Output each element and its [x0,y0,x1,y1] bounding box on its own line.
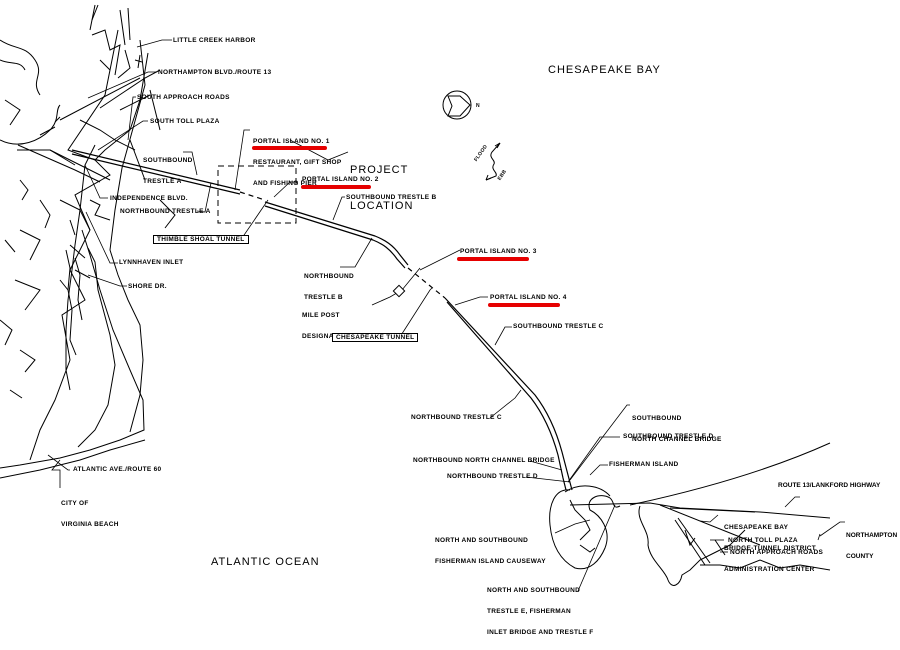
label-line: RESTAURANT, GIFT SHOP [253,159,342,166]
label-line: BRIDGE-TUNNEL DISTRICT [724,545,817,552]
label-line: CHESAPEAKE BAY [724,524,789,531]
south-toll-plaza-label: SOUTH TOLL PLAZA [150,118,220,125]
label-line: TRESTLE A [143,178,182,185]
label-line: INLET BRIDGE AND TRESTLE F [487,629,594,636]
label-line: ADMINISTRATION CENTER [724,566,815,573]
north-approach-roads-label: NORTH APPROACH ROADS [730,549,824,556]
shore-dr-label: SHORE DR. [128,283,167,290]
southbound-trestle-a-label: SOUTHBOUND TRESTLE A [143,143,193,199]
portal-island-1-label: PORTAL ISLAND NO. 1 RESTAURANT, GIFT SHO… [253,124,342,201]
atlantic-ave-label: ATLANTIC AVE./ROUTE 60 [73,466,162,473]
northbound-trestle-d-label: NORTHBOUND TRESTLE D [447,473,538,480]
northbound-trestle-b-label: NORTHBOUND TRESTLE B [304,259,354,315]
highlight-portal-island-1 [252,146,327,150]
label-line: NORTHAMPTON [846,532,898,539]
label-line: NORTH CHANNEL BRIDGE [632,436,722,443]
chesapeake-bay-label: CHESAPEAKE BAY [548,64,661,76]
portal-island-4-label: PORTAL ISLAND NO. 4 [490,294,567,301]
northbound-north-channel-bridge-label: NORTHBOUND NORTH CHANNEL BRIDGE [413,457,555,464]
label-line: AND FISHING PIER [253,180,318,187]
north-toll-plaza-label: NORTH TOLL PLAZA [728,537,798,544]
route-13-lankford-label: ROUTE 13/LANKFORD HIGHWAY [778,482,881,489]
label-line: NORTH AND SOUTHBOUND [487,587,581,594]
mile-post-marker [392,284,406,298]
highlight-portal-island-2 [301,185,371,189]
trestle-e-label: NORTH AND SOUTHBOUND TRESTLE E, FISHERMA… [487,573,594,650]
independence-blvd-label: INDEPENDENCE BLVD. [110,195,188,202]
southbound-north-channel-bridge-label: SOUTHBOUND NORTH CHANNEL BRIDGE [632,401,722,457]
project-location-box [217,165,297,224]
label-line: COUNTY [846,553,874,560]
leader-lines [47,39,845,592]
southbound-trestle-b-label: SOUTHBOUND TRESTLE B [346,194,437,201]
bridge-tunnel-alignment [71,149,573,491]
lynnhaven-inlet-label: LYNNHAVEN INLET [119,259,184,266]
north-arrow-icon [442,90,472,120]
highlight-portal-island-4 [488,303,560,307]
southbound-trestle-d-label: SOUTHBOUND TRESTLE D [623,433,714,440]
portal-island-2-label: PORTAL ISLAND NO. 2 [302,176,379,183]
northampton-blvd-label: NORTHAMPTON BLVD./ROUTE 13 [158,69,272,76]
project-label-line2: LOCATION [350,200,414,212]
chesapeake-tunnel-label: CHESAPEAKE TUNNEL [332,333,419,342]
label-line: NORTH AND SOUTHBOUND [435,537,529,544]
northbound-trestle-a-label: NORTHBOUND TRESTLE A [120,208,211,215]
label-line: SOUTHBOUND [143,157,193,164]
tide-arrow-icon [485,142,501,181]
southbound-trestle-c-label: SOUTHBOUND TRESTLE C [513,323,604,330]
fisherman-island-label: FISHERMAN ISLAND [609,461,679,468]
little-creek-harbor-label: LITTLE CREEK HARBOR [173,37,256,44]
label-line: FISHERMAN ISLAND CAUSEWAY [435,558,546,565]
portal-island-3-label: PORTAL ISLAND NO. 3 [460,248,537,255]
atlantic-ocean-label: ATLANTIC OCEAN [211,556,320,568]
fisherman-island [549,485,621,570]
admin-center-label: CHESAPEAKE BAY BRIDGE-TUNNEL DISTRICT AD… [724,510,816,587]
label-line: SOUTHBOUND [632,415,682,422]
project-location-label: PROJECT LOCATION [350,140,413,236]
highlight-portal-island-3 [457,257,529,261]
city-of-virginia-beach-label: CITY OF VIRGINIA BEACH [61,486,119,542]
fisherman-island-causeway-label: NORTH AND SOUTHBOUND FISHERMAN ISLAND CA… [435,523,546,579]
label-line: NORTHBOUND [304,273,354,280]
eastern-shore [569,442,831,586]
bridge-tunnel-location-map: CHESAPEAKE BAY ATLANTIC OCEAN PROJECT LO… [0,4,898,636]
label-line: TRESTLE B [304,294,343,301]
label-line: VIRGINIA BEACH [61,521,119,528]
label-line: PORTAL ISLAND NO. 1 [253,138,330,145]
label-line: TRESTLE E, FISHERMAN [487,608,572,615]
thimble-shoal-tunnel-label: THIMBLE SHOAL TUNNEL [153,235,249,244]
label-line: CITY OF [61,500,89,507]
northbound-trestle-c-label: NORTHBOUND TRESTLE C [411,414,502,421]
southern-shoreline [0,4,176,479]
north-label: N [476,103,480,109]
south-approach-roads-label: SOUTH APPROACH ROADS [137,94,230,101]
northampton-county-label: NORTHAMPTON COUNTY [846,518,897,574]
map-linework [0,4,845,592]
mile-post-label: MILE POST DESIGNATION, TYP. [302,298,369,354]
label-line: MILE POST [302,312,340,319]
project-label-line1: PROJECT [350,164,409,176]
